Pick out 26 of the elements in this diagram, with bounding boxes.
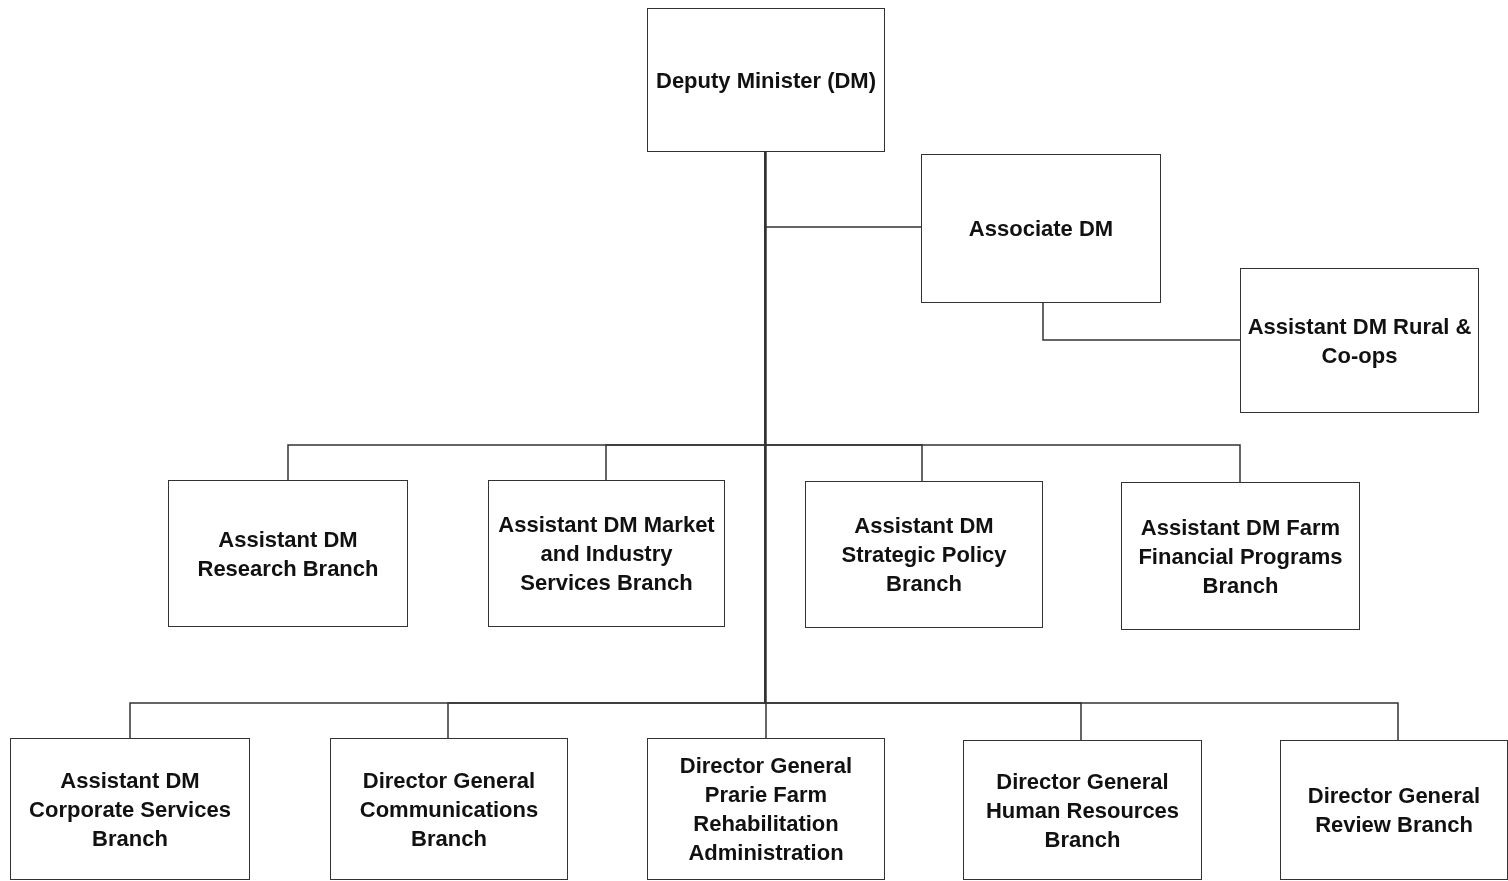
org-box bbox=[10, 738, 250, 880]
position-title: Deputy Minister (DM) bbox=[656, 66, 876, 95]
connector-line bbox=[765, 151, 767, 739]
org-box bbox=[921, 154, 1161, 303]
org-box bbox=[168, 480, 408, 627]
position-title: Assistant DM Research Branch bbox=[196, 525, 380, 583]
org-box bbox=[963, 740, 1202, 880]
position-title: Assistant DM Strategic Policy Branch bbox=[840, 512, 1008, 598]
org-box bbox=[647, 8, 885, 152]
org-box bbox=[647, 738, 885, 880]
position-title: Assistant DM Farm Financial Programs Branch bbox=[1137, 513, 1344, 600]
org-box bbox=[1240, 268, 1479, 413]
org-box bbox=[488, 480, 725, 627]
org-box bbox=[330, 738, 568, 880]
position-title: Director General Human Resources Branch bbox=[984, 767, 1181, 854]
position-title: Assistant DM Rural & Co-ops bbox=[1247, 312, 1472, 370]
position-title: Director General Communications Branch bbox=[358, 766, 540, 853]
position-title: Director General Review Branch bbox=[1306, 782, 1482, 839]
org-box bbox=[1280, 740, 1508, 880]
connector-line bbox=[1042, 302, 1241, 341]
org-box bbox=[805, 481, 1043, 628]
position-title: Director General Prarie Farm Rehabilitation Administration bbox=[678, 752, 854, 867]
position-title: Associate DM bbox=[968, 215, 1114, 243]
org-box bbox=[1121, 482, 1360, 630]
position-title: Assistant DM Corporate Services Branch bbox=[28, 766, 232, 853]
position-title: Assistant DM Market and Industry Services Branch bbox=[497, 511, 716, 597]
